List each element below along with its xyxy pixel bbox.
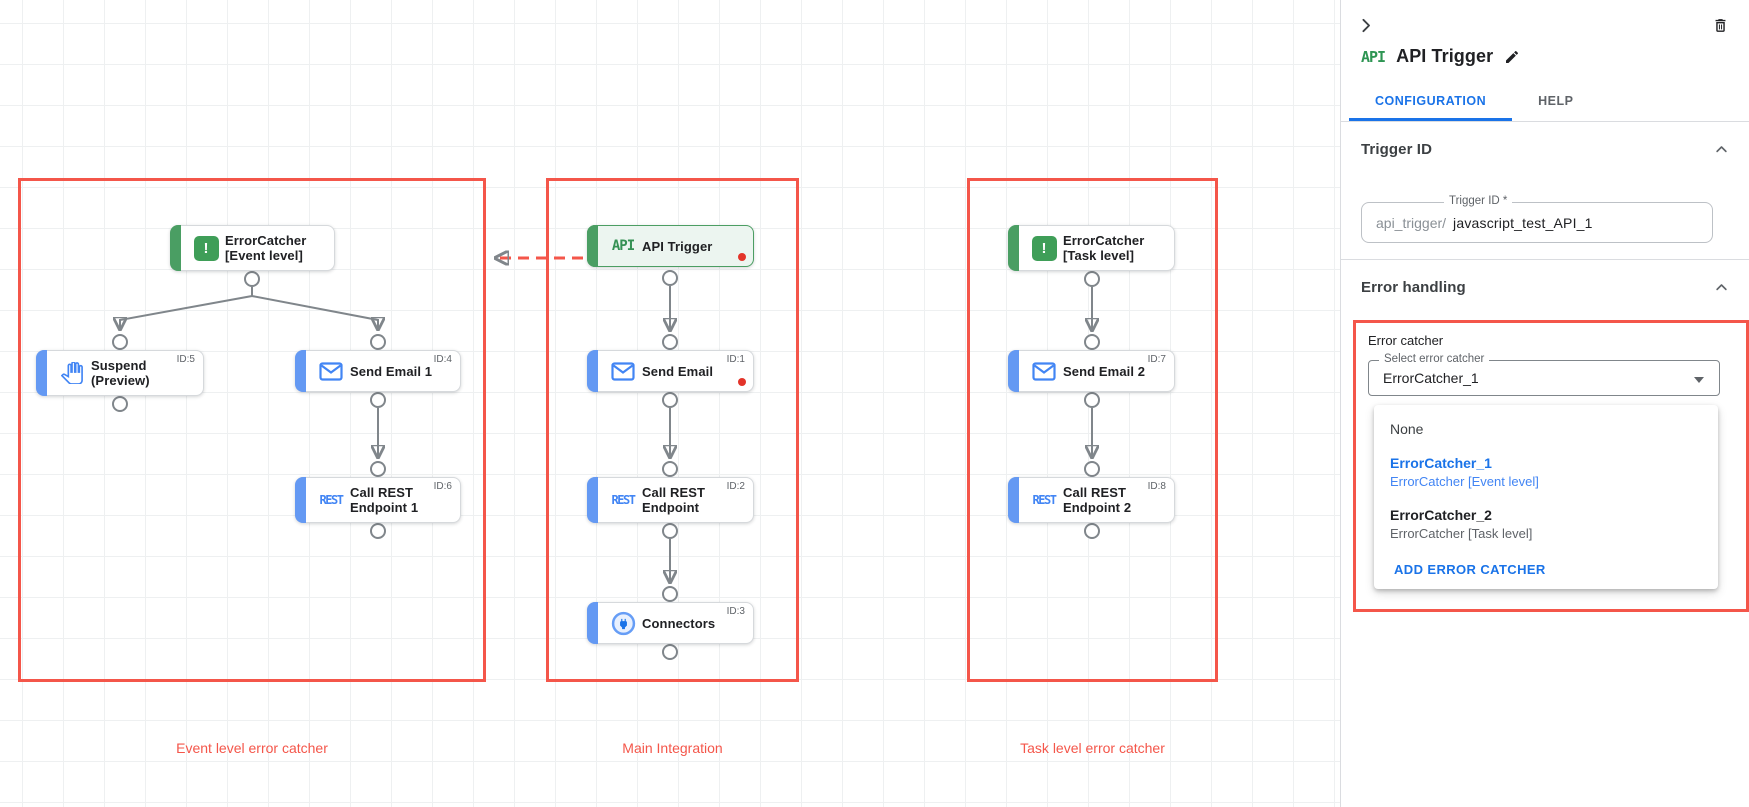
- node-title-line2: (Preview): [91, 373, 150, 388]
- unsaved-change-dot: [738, 253, 746, 261]
- tab-configuration[interactable]: CONFIGURATION: [1349, 82, 1513, 121]
- node-error-catcher-event[interactable]: ! ErrorCatcher [Event level]: [170, 225, 335, 271]
- workflow-edges: [112, 0, 1100, 660]
- node-id: ID:7: [1147, 354, 1166, 365]
- email-icon: [1025, 361, 1063, 381]
- node-title-line2: Endpoint 2: [1063, 500, 1132, 515]
- dropdown-arrow-icon: [1694, 377, 1704, 383]
- node-title: ErrorCatcher: [1063, 233, 1145, 248]
- trigger-id-field-label: Trigger ID *: [1444, 195, 1513, 207]
- unsaved-change-dot: [738, 378, 746, 386]
- node-title: Call REST: [1063, 485, 1127, 500]
- node-accent-bar: [587, 602, 598, 644]
- node-connectors[interactable]: Connectors ID:3: [587, 602, 754, 644]
- node-accent-bar: [587, 350, 598, 392]
- node-title: Suspend: [91, 358, 147, 373]
- node-call-rest-2[interactable]: REST Call REST Endpoint 2 ID:8: [1008, 477, 1175, 523]
- node-title-line2: Endpoint 1: [350, 500, 419, 515]
- trigger-id-prefix: api_trigger/: [1376, 214, 1447, 231]
- node-title: Connectors: [642, 615, 716, 631]
- node-send-email[interactable]: Send Email ID:1: [587, 350, 754, 392]
- delete-trigger-icon[interactable]: [1712, 16, 1729, 35]
- node-id: ID:6: [433, 481, 452, 492]
- section-divider: [1341, 259, 1749, 260]
- trigger-id-field[interactable]: Trigger ID * api_trigger/ javascript_tes…: [1361, 195, 1713, 243]
- email-icon: [604, 361, 642, 381]
- error-catcher-icon: !: [187, 235, 225, 261]
- panel-title: API Trigger: [1396, 46, 1494, 66]
- api-trigger-badge: API: [1361, 47, 1386, 66]
- node-id: ID:8: [1147, 481, 1166, 492]
- dropdown-option-errorcatcher-1[interactable]: ErrorCatcher_1 ErrorCatcher [Event level…: [1390, 455, 1539, 489]
- workflow-canvas[interactable]: Event level error catcher Main Integrati…: [0, 0, 1340, 807]
- node-accent-bar: [295, 350, 306, 392]
- config-panel: API API Trigger CONFIGURATION HELP Trigg…: [1340, 0, 1749, 807]
- group-label-event-level: Event level error catcher: [176, 740, 328, 756]
- suspend-hand-icon: [53, 362, 91, 384]
- api-icon: API: [611, 238, 635, 254]
- node-title-line2: [Event level]: [225, 248, 303, 263]
- node-accent-bar: [587, 225, 598, 267]
- dropdown-option-none[interactable]: None: [1390, 421, 1424, 437]
- node-id: ID:5: [176, 354, 195, 365]
- edges-main-integration: [662, 270, 678, 660]
- node-suspend[interactable]: Suspend (Preview) ID:5: [36, 350, 204, 396]
- collapse-panel-icon[interactable]: [1357, 17, 1374, 34]
- tab-help[interactable]: HELP: [1538, 94, 1574, 108]
- node-accent-bar: [1008, 477, 1019, 523]
- node-accent-bar: [1008, 350, 1019, 392]
- dropdown-option-errorcatcher-2[interactable]: ErrorCatcher_2 ErrorCatcher [Task level]: [1390, 507, 1533, 541]
- node-id: ID:3: [726, 606, 745, 617]
- group-label-main-integration: Main Integration: [622, 740, 723, 756]
- node-title-line2: Endpoint: [642, 500, 700, 515]
- select-error-catcher-label: Select error catcher: [1379, 353, 1490, 365]
- node-accent-bar: [170, 225, 181, 271]
- panel-tabs: CONFIGURATION HELP: [1341, 82, 1749, 122]
- node-accent-bar: [36, 350, 47, 396]
- node-send-email-2[interactable]: Send Email 2 ID:7: [1008, 350, 1175, 392]
- node-id: ID:4: [433, 354, 452, 365]
- select-error-catcher-value: ErrorCatcher_1: [1383, 370, 1479, 386]
- node-send-email-1[interactable]: Send Email 1 ID:4: [295, 350, 461, 392]
- group-label-task-level: Task level error catcher: [1020, 740, 1165, 756]
- node-title: API Trigger: [642, 238, 713, 254]
- node-api-trigger[interactable]: API API Trigger: [587, 225, 754, 267]
- node-call-rest[interactable]: REST Call REST Endpoint ID:2: [587, 477, 754, 523]
- node-id: ID:1: [726, 354, 745, 365]
- node-accent-bar: [295, 477, 306, 523]
- node-call-rest-1[interactable]: REST Call REST Endpoint 1 ID:6: [295, 477, 461, 523]
- connectors-icon: [604, 611, 642, 636]
- add-error-catcher-button[interactable]: ADD ERROR CATCHER: [1394, 562, 1546, 577]
- section-title-trigger-id: Trigger ID: [1361, 141, 1433, 158]
- rest-icon: REST: [1032, 493, 1057, 507]
- node-title: Send Email 2: [1063, 363, 1146, 379]
- error-catcher-label: Error catcher: [1368, 333, 1444, 348]
- node-title: Send Email: [642, 363, 714, 379]
- section-title-error-handling: Error handling: [1361, 279, 1466, 296]
- rest-icon: REST: [319, 493, 344, 507]
- edit-title-icon[interactable]: [1504, 49, 1520, 65]
- rest-icon: REST: [611, 493, 636, 507]
- email-icon: [312, 361, 350, 381]
- select-error-catcher[interactable]: Select error catcher ErrorCatcher_1: [1368, 353, 1720, 396]
- node-title: ErrorCatcher: [225, 233, 307, 248]
- error-catcher-dropdown: None ErrorCatcher_1 ErrorCatcher [Event …: [1374, 405, 1718, 589]
- collapse-section-error-handling-icon[interactable]: [1714, 280, 1729, 295]
- node-error-catcher-task[interactable]: ! ErrorCatcher [Task level]: [1008, 225, 1175, 271]
- node-title: Call REST: [642, 485, 706, 500]
- annotation-box-error-catcher: Error catcher Select error catcher Error…: [1353, 320, 1749, 612]
- node-title: Call REST: [350, 485, 414, 500]
- node-accent-bar: [587, 477, 598, 523]
- error-catcher-icon: !: [1025, 235, 1063, 261]
- node-title-line2: [Task level]: [1063, 248, 1135, 263]
- collapse-section-trigger-id-icon[interactable]: [1714, 142, 1729, 157]
- trigger-id-value: javascript_test_API_1: [1453, 214, 1593, 231]
- node-id: ID:2: [726, 481, 745, 492]
- node-accent-bar: [1008, 225, 1019, 271]
- node-title: Send Email 1: [350, 363, 433, 379]
